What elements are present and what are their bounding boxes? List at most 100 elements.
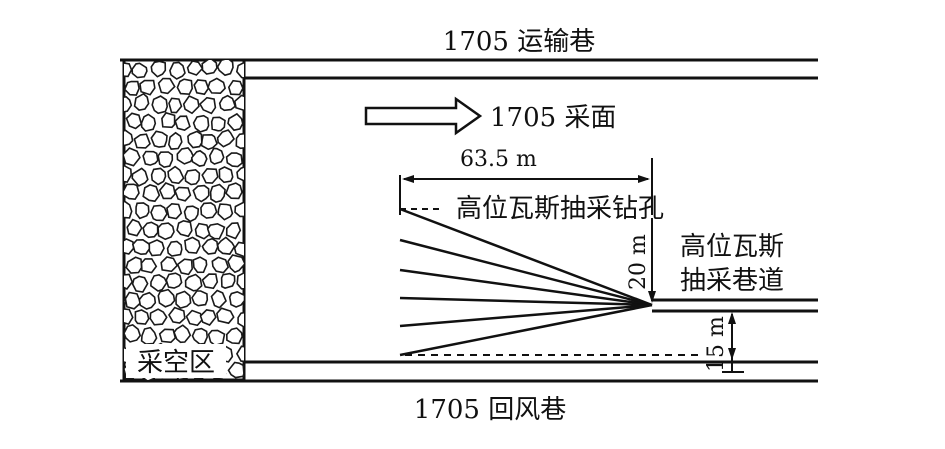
rubble-stone-10 — [139, 79, 156, 96]
rubble-stone-104 — [124, 297, 127, 305]
rubble-stone-86 — [216, 236, 236, 255]
dim-63-arrow-right — [638, 175, 650, 183]
rubble-stone-57 — [124, 183, 140, 201]
rubble-stone-42 — [142, 150, 159, 166]
transport-roadway-label: 1705 运输巷 — [443, 27, 595, 57]
rubble-stone-105 — [124, 291, 142, 310]
rubble-stone-101 — [201, 273, 219, 290]
rubble-stone-48 — [124, 164, 133, 183]
rubble-stone-26 — [140, 113, 157, 132]
rubble-stone-89 — [125, 256, 143, 274]
dim-15-arrow-bottom — [728, 348, 736, 360]
rubble-stone-15 — [227, 79, 244, 96]
rubble-stone-6 — [216, 60, 234, 77]
rubble-stone-90 — [140, 258, 158, 274]
rubble-stone-125 — [191, 327, 209, 345]
rubble-stones — [106, 60, 244, 380]
rubble-stone-20 — [182, 94, 200, 115]
rubble-stone-114 — [149, 308, 168, 326]
rubble-stone-72 — [106, 222, 121, 237]
rubble-stone-11 — [157, 77, 176, 95]
borehole-line-2 — [399, 238, 653, 307]
rubble-stone-97 — [131, 275, 149, 293]
rubble-stone-87 — [233, 241, 244, 258]
rubble-stone-47 — [225, 152, 244, 168]
rubble-stone-98 — [150, 274, 168, 292]
rubble-stone-106 — [138, 291, 157, 310]
rubble-stone-9 — [124, 80, 140, 96]
rubble-stone-85 — [201, 237, 219, 255]
rubble-stone-43 — [157, 151, 174, 169]
rubble-stone-117 — [199, 309, 217, 326]
rubble-stone-37 — [200, 133, 218, 151]
rubble-stone-118 — [216, 307, 235, 325]
rubble-stone-96 — [124, 273, 134, 291]
rubble-stone-40 — [108, 149, 123, 163]
dim-15-arrow-top — [728, 312, 736, 324]
rubble-stone-81 — [131, 238, 151, 256]
rubble-stone-62 — [209, 183, 226, 203]
rubble-stone-112 — [124, 308, 134, 326]
rubble-stone-120 — [106, 330, 120, 344]
rubble-stone-124 — [173, 324, 192, 344]
dim-63-arrow-left — [402, 175, 414, 183]
rubble-stone-143 — [227, 361, 244, 379]
rubble-stone-74 — [142, 221, 159, 239]
rubble-stone-65 — [135, 202, 150, 220]
rubble-stone-49 — [131, 167, 149, 187]
borehole-line-6 — [399, 303, 653, 357]
rubble-stone-135 — [235, 345, 244, 363]
rubble-stone-39 — [235, 132, 244, 150]
goaf-rubble-block: 采空区 — [106, 58, 246, 382]
rubble-stone-103 — [236, 272, 244, 290]
rubble-stone-52 — [184, 168, 201, 186]
rubble-stone-94 — [211, 256, 230, 274]
rubble-stone-64 — [124, 200, 133, 219]
rubble-stone-113 — [134, 309, 150, 325]
rubble-stone-76 — [176, 219, 193, 238]
rubble-stone-55 — [236, 166, 244, 182]
rubble-stone-17 — [133, 92, 150, 111]
rubble-stone-31 — [227, 112, 244, 132]
rubble-stone-61 — [192, 184, 210, 203]
rubble-stone-110 — [210, 289, 227, 309]
borehole-fan — [399, 207, 700, 357]
rubble-stone-78 — [206, 222, 226, 240]
rubble-stone-7 — [235, 61, 244, 79]
rubble-stone-60 — [174, 186, 192, 202]
rubble-stone-136 — [124, 371, 125, 373]
rubble-stone-83 — [166, 240, 183, 257]
rubble-stone-27 — [161, 111, 176, 129]
rubble-stone-70 — [217, 203, 234, 221]
rubble-stone-79 — [225, 222, 242, 240]
rubble-stone-24 — [124, 123, 125, 127]
goaf-label: 采空区 — [137, 348, 215, 378]
rubble-stone-32 — [124, 129, 134, 147]
rubble-stone-30 — [210, 116, 226, 132]
rubble-stone-93 — [192, 256, 208, 274]
rubble-stone-122 — [140, 326, 158, 345]
rubble-stone-109 — [191, 290, 209, 307]
return-roadway-label: 1705 回风巷 — [414, 395, 566, 425]
rubble-stone-99 — [165, 272, 183, 289]
rubble-stone-107 — [157, 288, 176, 308]
rubble-stone-45 — [190, 149, 208, 167]
borehole-length-label: 63.5 m — [460, 147, 537, 172]
rubble-stone-59 — [158, 182, 176, 200]
rubble-stone-66 — [150, 204, 168, 222]
rubble-stone-84 — [184, 236, 201, 254]
advance-arrow-icon — [364, 96, 483, 136]
rubble-stone-95 — [227, 254, 244, 274]
rubble-stone-108 — [175, 290, 192, 309]
rubble-stone-38 — [216, 129, 235, 148]
rubble-stone-121 — [124, 324, 142, 343]
rubble-stone-0 — [124, 62, 133, 78]
rubble-stone-18 — [151, 95, 169, 115]
rubble-stone-123 — [158, 328, 177, 344]
rubble-stone-44 — [176, 147, 195, 165]
rubble-stone-46 — [208, 147, 225, 165]
rubble-stone-92 — [176, 258, 194, 276]
boreholes-label: 高位瓦斯抽采钻孔 — [456, 194, 664, 224]
